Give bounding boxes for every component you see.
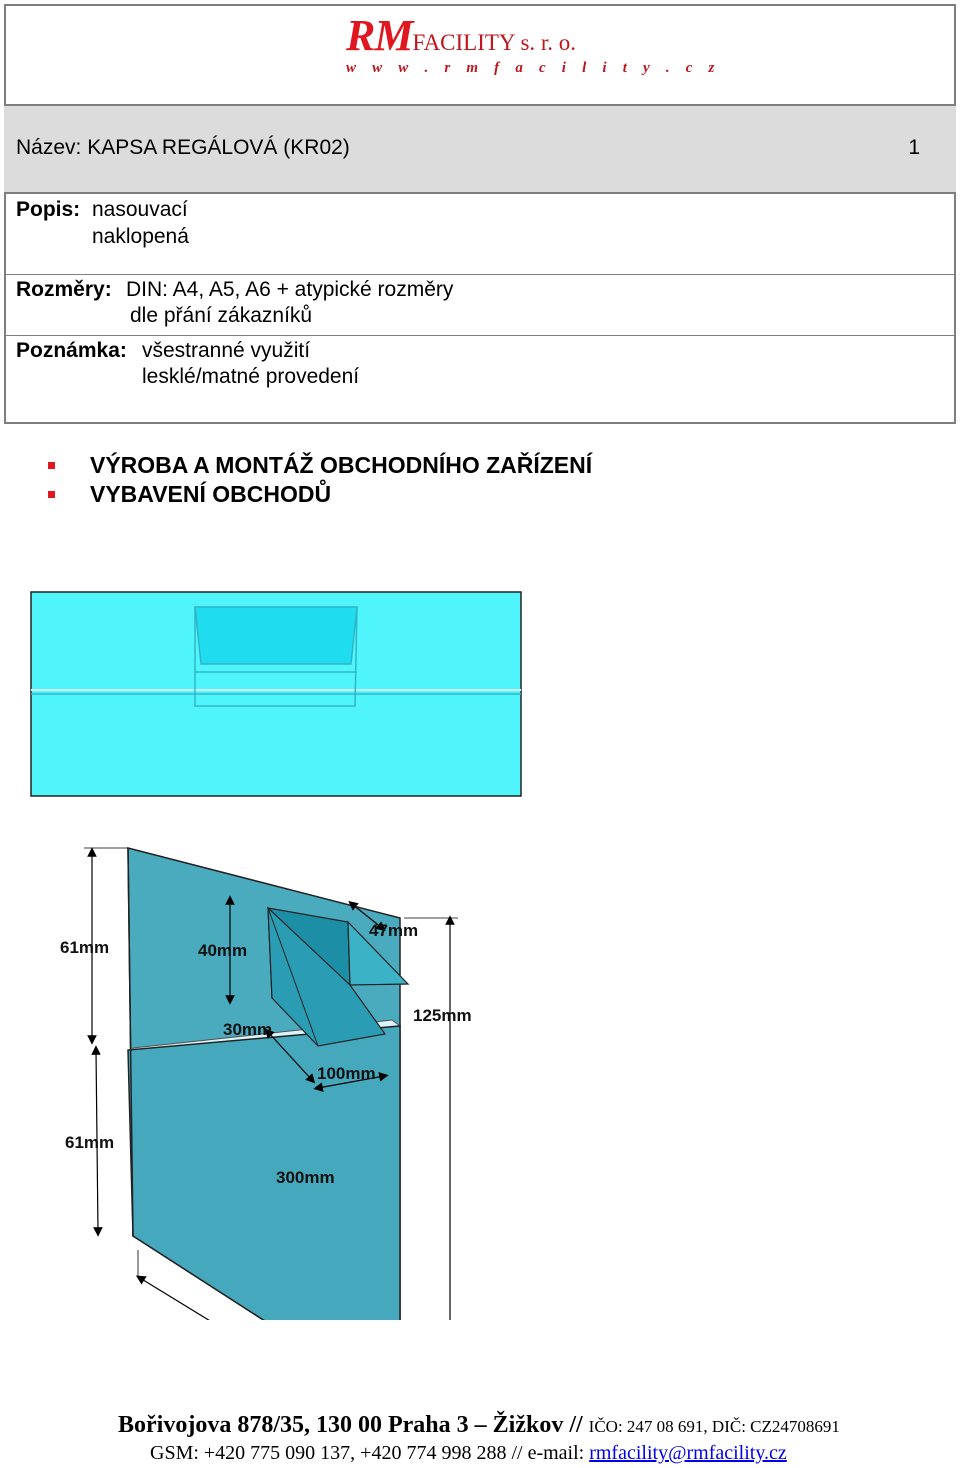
footer-contact-line: GSM: +420 775 090 137, +420 774 998 288 … (150, 1442, 787, 1465)
dimensions-line1: DIN: A4, A5, A6 + atypické rozměry (126, 278, 454, 301)
bullet-icon (48, 491, 55, 498)
iso-pocket-side (267, 906, 387, 1047)
title-bar: Název: KAPSA REGÁLOVÁ (KR02) 1 (4, 104, 956, 194)
product-drawing: 61mm 61mm 40mm 47mm 30mm 100mm 125mm 300… (30, 591, 522, 1320)
logo-web: w w w . r m f a c i l i t y . c z (346, 60, 721, 76)
front-pocket-outline (194, 606, 358, 707)
footer-address-line: Bořivojova 878/35, 130 00 Praha 3 – Žižk… (118, 1412, 840, 1439)
dim-label-pocket-depth: 47mm (369, 921, 418, 940)
dim-label-pocket-width: 100mm (317, 1064, 376, 1083)
dim-label-pocket-bottom: 30mm (223, 1020, 272, 1039)
iso-view: 61mm 61mm 40mm 47mm 30mm 100mm 125mm 300… (60, 847, 472, 1320)
header (6, 6, 954, 104)
dim-label-total-width: 300mm (276, 1168, 335, 1187)
info-frame (4, 4, 956, 424)
footer-company-ids: IČO: 247 08 691, DIČ: CZ24708691 (588, 1417, 840, 1436)
dim-label-pocket-height: 40mm (198, 941, 247, 960)
product-title: Název: KAPSA REGÁLOVÁ (KR02) (16, 136, 350, 159)
logo-company: FACILITY s. r. o. (412, 30, 577, 55)
front-pocket (194, 606, 358, 665)
description-line2: naklopená (92, 225, 189, 248)
dimensions-label: Rozměry: (16, 278, 112, 301)
note-label: Poznámka: (16, 339, 127, 362)
dim-label-left-bottom: 61mm (65, 1133, 114, 1152)
dim-label-left-top: 61mm (60, 938, 109, 957)
logo-brand: RM (346, 11, 413, 60)
description-label: Popis: (16, 198, 81, 221)
bullet-icon (48, 462, 55, 469)
row-divider (4, 274, 956, 275)
list-item-label: VYBAVENÍ OBCHODŮ (90, 481, 332, 507)
list-item-label: VÝROBA A MONTÁŽ OBCHODNÍHO ZAŘÍZENÍ (90, 452, 593, 478)
footer-contact: GSM: +420 775 090 137, +420 774 998 288 … (150, 1442, 585, 1464)
dim-label-total-height: 125mm (413, 1006, 472, 1025)
footer-email-link[interactable]: rmfacility@rmfacility.cz (589, 1442, 787, 1464)
note-line2: lesklé/matné provedení (142, 365, 360, 388)
front-view (30, 591, 522, 797)
description-line1: nasouvací (92, 198, 188, 221)
page-number: 1 (908, 136, 920, 159)
footer-address: Bořivojova 878/35, 130 00 Praha 3 – Žižk… (118, 1412, 583, 1438)
note-line1: všestranné využití (142, 339, 311, 362)
row-divider (4, 335, 956, 336)
company-logo: RMFACILITY s. r. o. (346, 10, 576, 61)
dimensions-line2: dle přání zákazníků (130, 304, 313, 327)
